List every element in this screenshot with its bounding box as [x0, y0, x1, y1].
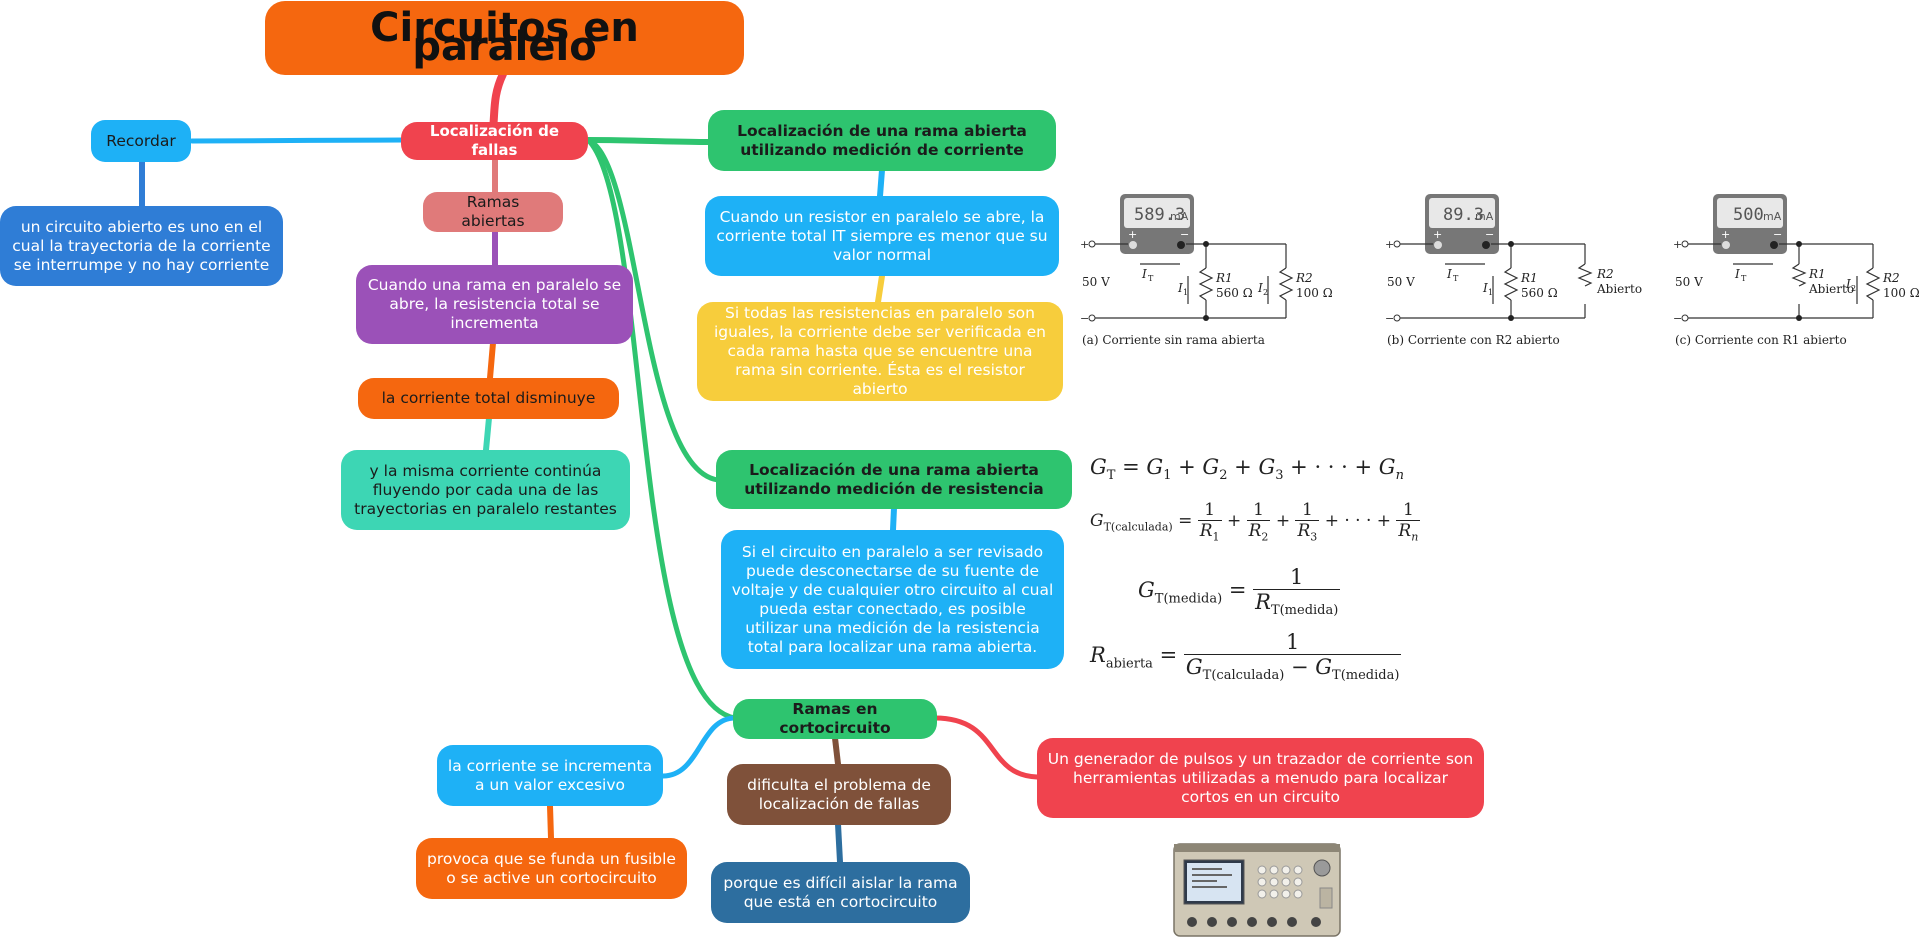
- r2-value: 100 Ω: [1883, 286, 1920, 300]
- connector-blue-yellow: [875, 273, 885, 305]
- svg-text:−: −: [1485, 228, 1494, 241]
- connector-localizacion-green1: [585, 137, 713, 145]
- node-resistor-abre[interactable]: Cuando un resistor en paralelo se abre, …: [705, 196, 1059, 276]
- connector-localizacion-green2: [585, 137, 721, 483]
- svg-text:−: −: [1080, 312, 1089, 325]
- node-localizacion-fallas[interactable]: Localización de fallas: [401, 122, 588, 160]
- node-generador-pulsos[interactable]: Un generador de pulsos y un trazador de …: [1037, 738, 1484, 818]
- connector-green2-blue2: [890, 505, 897, 533]
- svg-text:+: +: [1385, 238, 1394, 251]
- node-funda-fusible[interactable]: provoca que se funda un fusible o se act…: [416, 838, 687, 899]
- connector-purple-orange: [487, 340, 496, 381]
- svg-text:2: 2: [1851, 284, 1856, 293]
- svg-text:+: +: [1673, 238, 1682, 251]
- connector-cortocircuito-incrementa: [660, 715, 738, 779]
- svg-text:+: +: [1721, 228, 1730, 241]
- r2-label: R2: [1882, 271, 1900, 285]
- node-resistencias-iguales[interactable]: Si todas las resistencias en paralelo so…: [697, 302, 1063, 401]
- svg-text:I: I: [1734, 267, 1740, 281]
- connector-localizacion-recordar: [189, 137, 408, 144]
- svg-text:+: +: [1128, 228, 1137, 241]
- svg-text:−: −: [1673, 312, 1682, 325]
- svg-text:1: 1: [1183, 288, 1188, 297]
- svg-text:I: I: [1141, 267, 1147, 281]
- r2-label: R2: [1596, 267, 1614, 281]
- r1-value: Abierto: [1808, 282, 1854, 296]
- r2-label: R2: [1295, 271, 1313, 285]
- voltage-label: 50 V: [1675, 275, 1703, 289]
- r1-value: 560 Ω: [1521, 286, 1558, 300]
- svg-text:I: I: [1446, 267, 1452, 281]
- node-ramas-cortocircuito[interactable]: Ramas en cortocircuito: [733, 699, 937, 739]
- svg-text:T: T: [1453, 274, 1459, 283]
- svg-text:T: T: [1148, 274, 1154, 283]
- node-dificil-aislar[interactable]: porque es difícil aislar la rama que est…: [711, 862, 970, 923]
- meter-unit: mA: [1170, 210, 1189, 223]
- r1-label: R1: [1520, 271, 1538, 285]
- meter-reading: 89.3: [1443, 205, 1484, 225]
- r1-label: R1: [1215, 271, 1233, 285]
- meter-unit: mA: [1475, 210, 1494, 223]
- node-ramas-abiertas[interactable]: Ramas abiertas: [423, 192, 563, 232]
- r1-value: 560 Ω: [1216, 286, 1253, 300]
- svg-text:2: 2: [1263, 288, 1268, 297]
- svg-text:I: I: [1845, 277, 1851, 291]
- r2-value: Abierto: [1596, 282, 1642, 296]
- meter-unit: mA: [1763, 210, 1782, 223]
- node-rama-abierta-resistencia[interactable]: Localización de una rama abierta utiliza…: [716, 450, 1072, 509]
- figure-caption: (a) Corriente sin rama abierta: [1082, 333, 1265, 347]
- node-rama-paralelo-abre[interactable]: Cuando una rama en paralelo se abre, la …: [356, 265, 633, 344]
- connector-green1-blue: [877, 167, 885, 199]
- connector-orange-teal: [483, 415, 492, 453]
- svg-text:−: −: [1180, 228, 1189, 241]
- node-corriente-total-disminuye[interactable]: la corriente total disminuye: [358, 378, 619, 419]
- svg-text:1: 1: [1488, 288, 1493, 297]
- voltage-label: 50 V: [1082, 275, 1110, 289]
- svg-text:I: I: [1257, 281, 1263, 295]
- r2-value: 100 Ω: [1296, 286, 1333, 300]
- meter-reading: 500: [1733, 205, 1764, 225]
- svg-text:I: I: [1482, 281, 1488, 295]
- connector-cortocircuito-generador: [932, 715, 1040, 780]
- svg-text:+: +: [1433, 228, 1442, 241]
- formula-gt-sum: GT = G1 + G2 + G3 + · · · + Gn: [1090, 455, 1404, 484]
- figure-caption: (c) Corriente con R1 abierto: [1675, 333, 1847, 347]
- node-corriente-incrementa[interactable]: la corriente se incrementa a un valor ex…: [437, 745, 663, 806]
- figure-caption: (b) Corriente con R2 abierto: [1387, 333, 1560, 347]
- connector-incrementa-fusible: [547, 803, 554, 841]
- meter-reading: 589.3: [1134, 205, 1185, 225]
- node-rama-abierta-corriente[interactable]: Localización de una rama abierta utiliza…: [708, 110, 1056, 171]
- svg-text:T: T: [1741, 274, 1747, 283]
- pulse-generator-image: [1170, 838, 1342, 940]
- svg-text:I: I: [1177, 281, 1183, 295]
- svg-text:+: +: [1080, 238, 1089, 251]
- node-recordar[interactable]: Recordar: [91, 120, 191, 162]
- node-circuito-desconectarse[interactable]: Si el circuito en paralelo a ser revisad…: [721, 530, 1064, 669]
- node-dificulta-problema[interactable]: dificulta el problema de localización de…: [727, 764, 951, 825]
- connector-dificulta-dificil: [835, 821, 843, 865]
- page-title[interactable]: Circuitos en paralelo: [265, 1, 744, 75]
- node-misma-corriente[interactable]: y la misma corriente continúa fluyendo p…: [341, 450, 630, 530]
- node-circuito-abierto[interactable]: un circuito abierto es uno en el cual la…: [0, 206, 283, 286]
- voltage-label: 50 V: [1387, 275, 1415, 289]
- svg-text:−: −: [1385, 312, 1394, 325]
- svg-text:−: −: [1773, 228, 1782, 241]
- r1-label: R1: [1808, 267, 1826, 281]
- connector-cortocircuito-dificulta: [832, 735, 841, 767]
- connector-localizacion-cortocircuito: [585, 137, 738, 721]
